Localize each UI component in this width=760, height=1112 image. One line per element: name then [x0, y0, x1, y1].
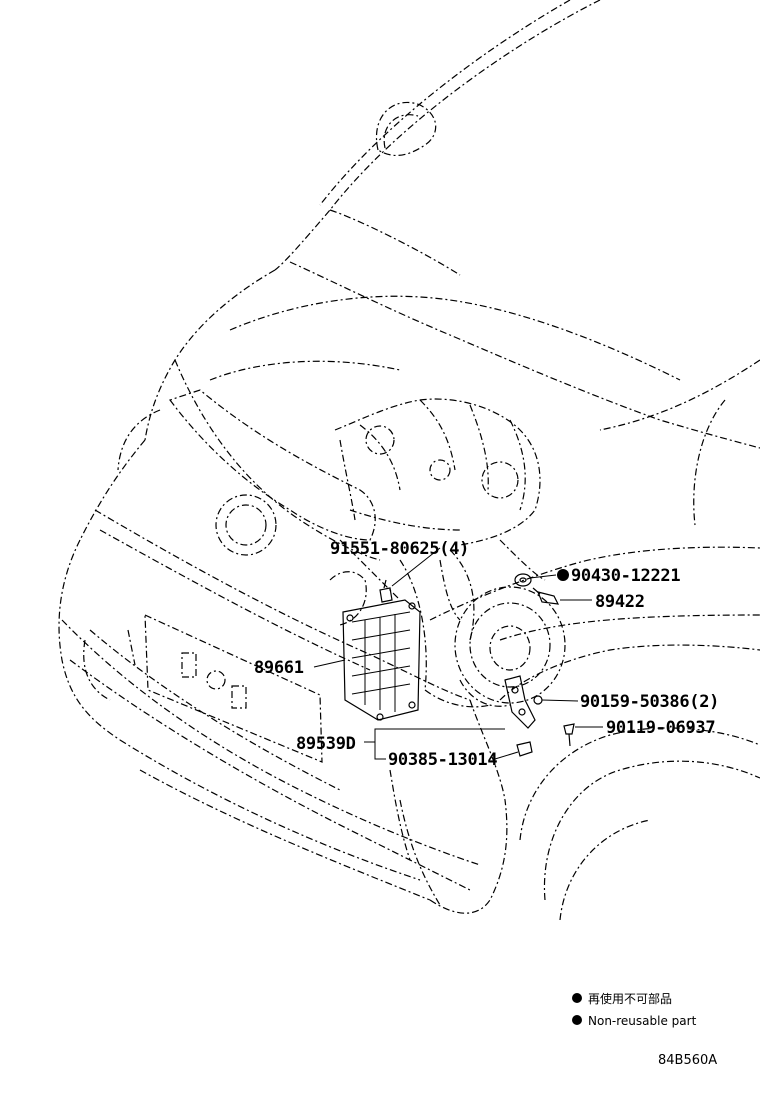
bracket-89539d [504, 675, 536, 757]
part-label-90385-13014: 90385-13014 [388, 750, 497, 770]
side-mirror [375, 101, 437, 157]
leader-lines [313, 547, 603, 760]
legend-text-japanese: 再使用不可部品 [588, 991, 672, 1006]
windshield-lines [274, 0, 760, 526]
part-label-91551-80625: 91551-80625(4) [330, 539, 469, 559]
non-reusable-bullet-icon [572, 1015, 582, 1025]
horn [454, 586, 566, 707]
part-label-89539d: 89539D [296, 734, 356, 754]
part-label-90430-12221: 90430-12221 [571, 566, 680, 586]
bolt-90119 [563, 723, 575, 747]
ecu-bracket [342, 599, 421, 721]
headlight [169, 389, 376, 556]
front-bumper [58, 509, 508, 914]
washer-90430 [514, 573, 532, 587]
legend: 再使用不可部品 Non-reusable part [572, 991, 697, 1028]
legend-text-english: Non-reusable part [588, 1014, 697, 1028]
part-label-90119-06937: 90119-06937 [606, 718, 715, 738]
fender-and-wheel [429, 546, 760, 921]
sensor-89422 [532, 587, 560, 605]
part-label-89422: 89422 [595, 592, 645, 612]
diagram-code: 84B560A [658, 1053, 717, 1068]
screw-90159 [533, 695, 543, 705]
part-label-89661: 89661 [254, 658, 304, 678]
hood-outline [79, 261, 760, 561]
engine-assembly [329, 398, 546, 708]
part-label-90159-50386: 90159-50386(2) [580, 692, 719, 712]
license-plate [127, 614, 323, 763]
non-reusable-bullet-icon [572, 993, 582, 1003]
bolt-91551 [379, 579, 393, 603]
